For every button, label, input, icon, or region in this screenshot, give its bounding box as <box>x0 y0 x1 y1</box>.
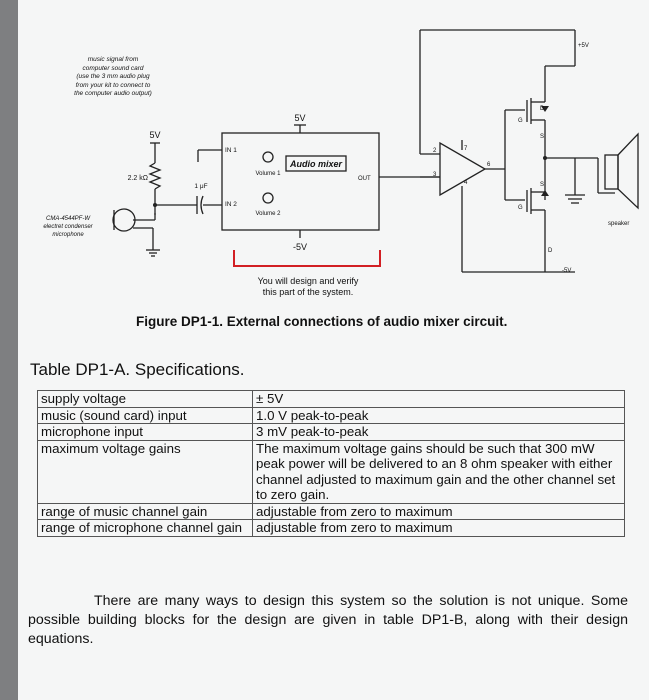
table-title: Table DP1-A. Specifications. <box>30 360 245 379</box>
table-row: microphone input 3 mV peak-to-peak <box>37 423 625 441</box>
mic-note-line: electret condenser <box>43 224 93 230</box>
spec-key: supply voltage <box>37 390 253 408</box>
s-top: S <box>540 134 544 140</box>
mixer-supply-5v: 5V <box>294 113 305 123</box>
d-top: D <box>540 106 545 112</box>
mixer-neg5v: -5V <box>293 242 307 252</box>
spec-value: ± 5V <box>252 390 625 408</box>
source-note-line: (use the 3 mm audio plug <box>76 73 150 80</box>
design-note-line: this part of the system. <box>262 287 354 297</box>
pin-7: 7 <box>464 146 468 152</box>
design-note: You will design and verify this part of … <box>223 276 393 298</box>
table-row: range of music channel gain adjustable f… <box>37 502 625 520</box>
in2-label: IN 2 <box>225 201 237 208</box>
spec-value: The maximum voltage gains should be such… <box>252 439 625 504</box>
spec-key: microphone input <box>37 423 253 441</box>
pos5v-label: +5V <box>578 43 589 49</box>
spec-value: adjustable from zero to maximum <box>252 519 625 537</box>
mic-note: CMA-4544PF-W electret condenser micropho… <box>28 215 108 239</box>
source-note: music signal from computer sound card (u… <box>58 56 168 99</box>
spec-table: supply voltage ± 5V music (sound card) i… <box>37 390 625 537</box>
spec-key: range of music channel gain <box>37 502 253 520</box>
spec-key: maximum voltage gains <box>37 439 253 504</box>
out-label: OUT <box>358 176 371 182</box>
mic-note-line: CMA-4544PF-W <box>45 216 90 222</box>
spec-key: music (sound card) input <box>37 406 253 424</box>
spec-value: 1.0 V peak-to-peak <box>252 406 625 424</box>
volume1-label: Volume 1 <box>255 171 281 177</box>
figure-caption: Figure DP1-1. External connections of au… <box>136 314 508 329</box>
body-paragraph: There are many ways to design this syste… <box>28 593 628 647</box>
spec-value: 3 mV peak-to-peak <box>252 423 625 441</box>
source-note-line: music signal from <box>87 56 139 63</box>
g-top: G <box>518 118 523 124</box>
pin-3: 3 <box>433 172 437 178</box>
table-row: maximum voltage gains The maximum voltag… <box>37 439 625 504</box>
speaker-label: speaker <box>608 221 629 227</box>
g-bottom: G <box>518 205 523 211</box>
source-note-line: the computer audio output) <box>74 90 152 97</box>
circuit-diagram: 5V 2.2 kΩ 1 μF 5V IN 1 IN 2 Volume 1 Vol… <box>112 29 639 274</box>
source-note-line: computer sound card <box>82 64 144 72</box>
resistor-label: 2.2 kΩ <box>128 175 148 182</box>
mixer-label: Audio mixer <box>289 159 343 169</box>
table-row: music (sound card) input 1.0 V peak-to-p… <box>37 406 625 424</box>
pin-6: 6 <box>487 162 491 168</box>
spec-key: range of microphone channel gain <box>37 519 253 537</box>
pin-4: 4 <box>464 180 468 186</box>
d-bottom: D <box>548 248 553 254</box>
table-row: supply voltage ± 5V <box>37 390 625 408</box>
document-page: 5V 2.2 kΩ 1 μF 5V IN 1 IN 2 Volume 1 Vol… <box>18 0 649 700</box>
capacitor-label: 1 μF <box>194 183 207 190</box>
source-note-line: from your kit to connect to <box>75 81 151 89</box>
in1-label: IN 1 <box>225 147 237 154</box>
supply-5v-left: 5V <box>149 130 160 140</box>
spec-value: adjustable from zero to maximum <box>252 502 625 520</box>
table-row: range of microphone channel gain adjusta… <box>37 519 625 537</box>
design-note-line: You will design and verify <box>257 276 359 286</box>
mic-note-line: microphone <box>52 232 84 238</box>
pin-2: 2 <box>433 148 437 154</box>
neg5v-label: -5V <box>562 268 571 274</box>
s-bottom: S <box>540 182 544 188</box>
volume2-label: Volume 2 <box>255 211 281 217</box>
